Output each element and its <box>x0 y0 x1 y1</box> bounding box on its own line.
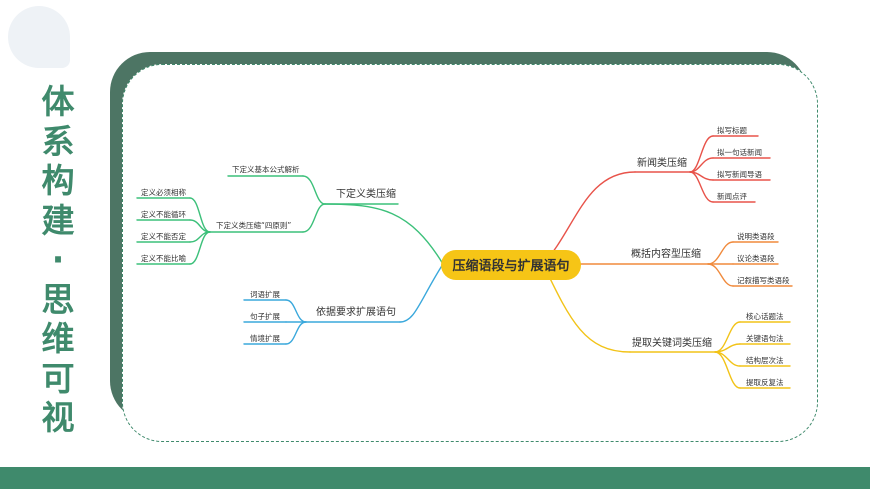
side-title-char: 系 <box>41 121 75 161</box>
center-label: 压缩语段与扩展语句 <box>452 258 569 274</box>
summary-item: 议论类语段 <box>737 253 775 263</box>
news-item: 拟一句话新闻 <box>717 147 762 157</box>
side-title-char: 视 <box>41 398 75 437</box>
summary-item: 记叙描写类语段 <box>737 275 790 285</box>
definition-connectors <box>136 175 444 265</box>
keyword-connectors <box>542 263 791 389</box>
side-title-char: 可 <box>41 358 75 398</box>
definition-item: 定义不能循环 <box>141 209 186 219</box>
definition-sub-formula: 下定义基本公式解析 <box>232 164 300 174</box>
branch-keyword-label: 提取关键词类压缩 <box>632 336 712 349</box>
definition-sub-principles: 下定义类压缩“四原则” <box>216 220 291 230</box>
news-item: 拟写标题 <box>717 125 747 135</box>
keyword-item: 关键语句法 <box>746 333 784 343</box>
branch-definition-label: 下定义类压缩 <box>336 187 396 200</box>
summary-connectors <box>577 241 793 287</box>
side-title-char: 思 <box>41 279 75 319</box>
keyword-item: 核心话题法 <box>746 311 784 321</box>
center-node <box>441 250 581 280</box>
definition-item: 定义必须相称 <box>141 187 186 197</box>
branch-expand-label: 依据要求扩展语句 <box>316 305 396 318</box>
branch-summary-label: 概括内容型压缩 <box>631 247 701 260</box>
keyword-item: 结构层次法 <box>746 355 784 365</box>
news-item: 新闻点评 <box>717 191 747 201</box>
news-item: 拟写新闻导语 <box>717 169 762 179</box>
side-title: 体 系 构 建 · 思 维 可 视 <box>34 82 82 438</box>
side-title-char: 体 <box>41 82 75 121</box>
expand-item: 词语扩展 <box>250 289 280 299</box>
summary-item: 说明类语段 <box>737 231 775 241</box>
expand-item: 句子扩展 <box>250 311 280 321</box>
branch-news-label: 新闻类压缩 <box>637 156 687 169</box>
side-title-char: · <box>51 240 65 279</box>
bottom-bar <box>0 467 870 489</box>
side-title-char: 维 <box>41 319 75 358</box>
news-connectors <box>542 135 771 265</box>
decorative-circle <box>8 6 70 68</box>
definition-item: 定义不能比喻 <box>141 253 186 263</box>
side-title-char: 构 <box>41 161 75 200</box>
side-title-char: 建 <box>41 200 75 240</box>
expand-item: 情境扩展 <box>250 333 280 343</box>
definition-item: 定义不能否定 <box>141 231 186 241</box>
keyword-item: 提取反复法 <box>746 377 784 387</box>
expand-connectors <box>243 263 444 345</box>
